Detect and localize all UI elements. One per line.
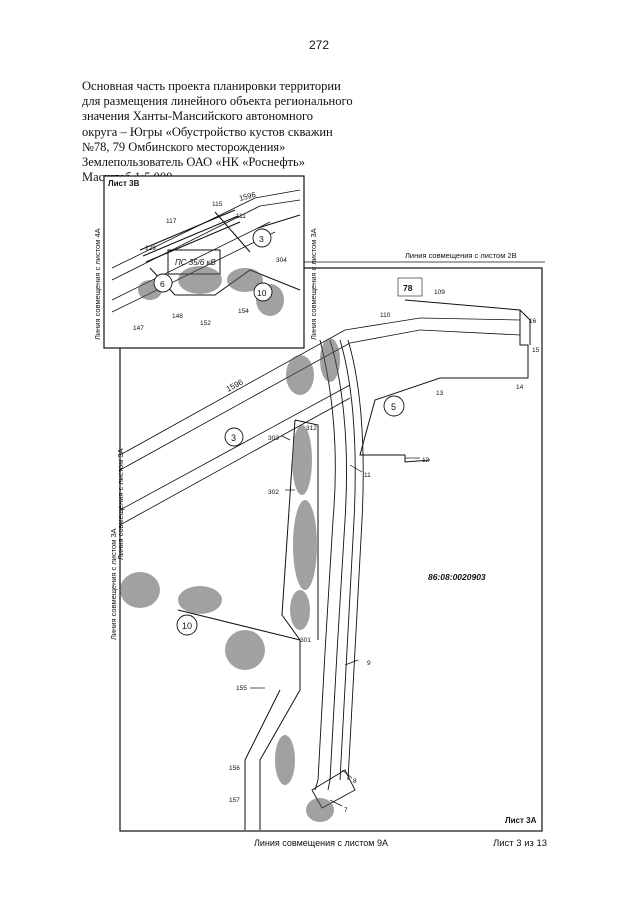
inset-circle-10 — [253, 282, 273, 302]
inset-num-111: 111 — [236, 213, 246, 220]
left-allotment — [177, 419, 319, 830]
num-15: 15 — [532, 347, 540, 354]
substation-label: ПС 35/6 кВ — [175, 258, 216, 267]
inset-num-147: 147 — [133, 325, 144, 332]
leader-lines — [250, 435, 420, 807]
circle-5-label: 5 — [391, 402, 396, 412]
num-301: 301 — [300, 637, 311, 644]
inset-circle-6 — [153, 273, 173, 293]
well-pad-box — [397, 277, 423, 297]
circle-3 — [224, 427, 244, 447]
pipeline-corridor — [311, 339, 364, 809]
inset-num-117: 117 — [166, 218, 177, 225]
num-302: 302 — [268, 489, 279, 496]
inset-vegetation — [138, 266, 284, 316]
header-line-1: Основная часть проекта планировки террит… — [82, 79, 341, 93]
page-number: 272 — [309, 38, 330, 52]
header-line-6: Землепользователь ОАО «НК «Роснефть» — [82, 155, 305, 170]
top-match-label: Линия совмещения с листом 2В — [405, 251, 517, 260]
circle-3-label: 3 — [231, 433, 236, 443]
inset-circle-3-label: 3 — [259, 234, 264, 244]
inset-point-numbers: 115 111 117 129 304 147 148 152 154 — [133, 201, 287, 332]
inset-num-154: 154 — [238, 308, 249, 315]
main-sheet-frame — [119, 267, 543, 832]
circle-10-label: 10 — [182, 621, 192, 631]
circle-markers-inset — [153, 228, 273, 302]
vegetation-hatching — [120, 338, 340, 822]
num-312: 312 — [306, 425, 317, 432]
inset-num-129: 129 — [145, 245, 156, 252]
allotment-boundary — [359, 299, 531, 463]
circle-markers-main — [176, 395, 405, 636]
num-155: 155 — [236, 685, 247, 692]
num-157: 157 — [229, 797, 240, 804]
main-point-numbers: 109 110 16 15 14 13 12 11 9 8 7 312 303 … — [229, 289, 540, 814]
inset-num-115: 115 — [212, 201, 223, 208]
road-corridor — [119, 317, 521, 526]
num-12: 12 — [422, 457, 430, 464]
contour-1596-inset: 1596 — [238, 190, 256, 203]
inset-road — [111, 189, 301, 313]
num-8: 8 — [353, 778, 357, 785]
num-303: 303 — [268, 435, 279, 442]
num-156: 156 — [229, 765, 240, 772]
num-16: 16 — [529, 318, 537, 325]
inset-num-152: 152 — [200, 320, 211, 327]
inset-circle-10-label: 10 — [257, 288, 267, 298]
well-pad-label: 78 — [403, 283, 413, 293]
sheet-of-label: Лист 3 из 13 — [493, 838, 548, 849]
inset-circle-6-label: 6 — [160, 279, 165, 289]
num-11: 11 — [364, 472, 371, 479]
num-14: 14 — [516, 384, 524, 391]
inset-num-148: 148 — [172, 313, 183, 320]
num-109: 109 — [434, 289, 445, 296]
header-line-2: для размещения линейного объекта региона… — [82, 94, 353, 109]
num-13: 13 — [436, 390, 444, 397]
inset-right-label: Линия совмещения с листом 3А — [309, 228, 318, 340]
circle-10 — [176, 614, 198, 636]
header-line-3: значения Ханты-Мансийского автономного — [82, 109, 314, 124]
bottom-match-label: Линия совмещения с листом 9А — [254, 838, 388, 848]
inset-side-label: Линия совмещения с листом 4А — [93, 228, 102, 340]
inset-sheet-label: Лист 3В — [108, 179, 140, 188]
main-sheet-label: Лист 3А — [505, 816, 537, 825]
inset-circle-3 — [252, 228, 272, 248]
num-110: 110 — [380, 312, 391, 319]
header-line-4: округа – Югры «Обустройство кустов скваж… — [82, 124, 333, 139]
num-9: 9 — [367, 660, 371, 667]
cadastral-number: 86:08:0020903 — [428, 572, 486, 582]
circle-5 — [383, 395, 405, 417]
left-match-label-2: Линия совмещения с листом 3А — [109, 528, 118, 640]
inset-num-304: 304 — [276, 257, 287, 264]
header-line-5: №78, 79 Омбинского месторождения» — [82, 139, 286, 154]
num-7: 7 — [344, 807, 348, 814]
left-match-label-1: Линия совмещения с листом 3А — [116, 448, 125, 560]
